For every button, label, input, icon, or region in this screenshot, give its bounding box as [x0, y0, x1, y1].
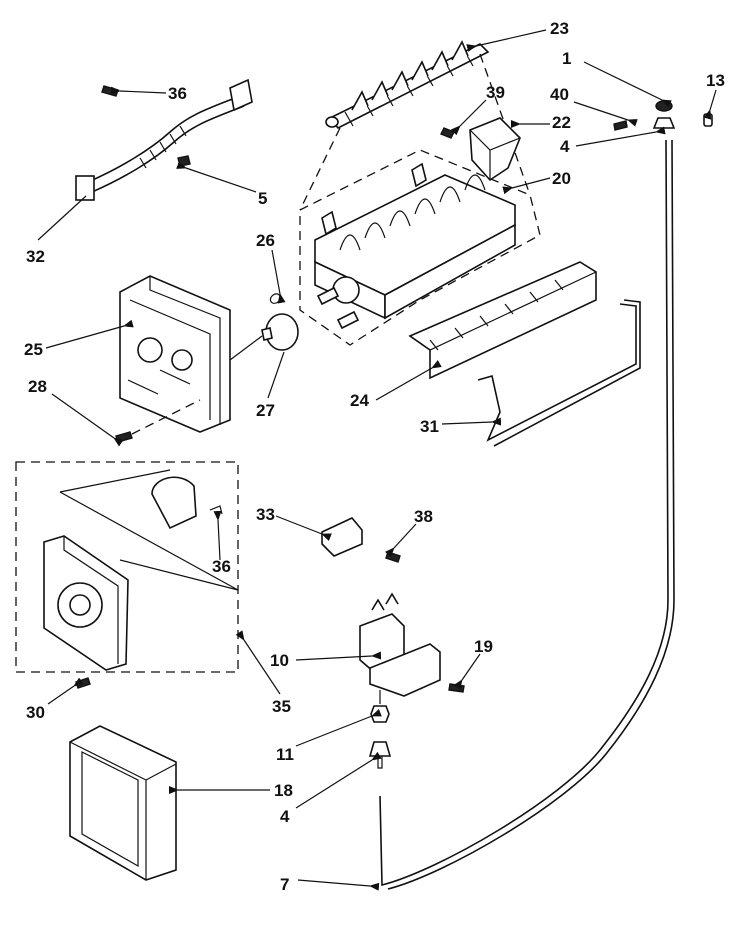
part-bail-arm: [477, 299, 641, 447]
callout-38: 36: [212, 557, 231, 576]
callout-13: 13: [706, 71, 725, 90]
callout-5: 5: [258, 189, 267, 208]
part-screw-40: [613, 120, 628, 131]
part-clip-5: [177, 155, 191, 167]
callout-10: 10: [270, 651, 289, 670]
part-cover-18: [69, 725, 177, 881]
part-screw-36-mid: [385, 551, 401, 563]
part-screw-19: [448, 683, 465, 693]
part-screw-36-top: [101, 85, 119, 97]
part-clip-26: [269, 293, 282, 304]
part-motor-27: [229, 313, 299, 361]
part-water-valve: [359, 592, 441, 704]
callout-36-top: 36: [168, 84, 187, 103]
part-nut-11: [370, 705, 390, 723]
callout-23: 23: [550, 19, 569, 38]
callout-39: 39: [486, 83, 505, 102]
callout-36-mid: 38: [414, 507, 433, 526]
callout-26: 26: [256, 231, 275, 250]
callout-32: 32: [26, 247, 45, 266]
callout-labels: 23 1 13 40 39 22 4 20 36 5 32 26 25 27 2…: [24, 19, 725, 894]
part-fitting-1: [652, 100, 676, 129]
callout-11: 11: [276, 745, 294, 764]
callout-31: 31: [420, 417, 439, 436]
callout-25: 25: [24, 340, 43, 359]
callout-28: 28: [28, 377, 47, 396]
callout-30: 30: [26, 703, 45, 722]
part-fill-cup: [469, 117, 521, 182]
callout-22: 22: [552, 113, 571, 132]
part-insert-13: [703, 113, 713, 127]
part-cover-24: [408, 261, 597, 380]
callout-35: 35: [272, 697, 291, 716]
leader-lines: [37, 29, 717, 891]
callout-40: 40: [550, 85, 569, 104]
part-motor-housing: [119, 275, 231, 433]
part-wire-harness: [75, 78, 253, 201]
part-motor-module: [15, 461, 239, 689]
callout-19: 19: [474, 637, 493, 656]
callout-33: 33: [256, 505, 275, 524]
callout-24: 24: [350, 391, 369, 410]
part-screw-39: [440, 127, 455, 139]
part-bracket-33: [321, 517, 363, 557]
part-ice-mold: [299, 53, 541, 346]
callout-4-low: 4: [280, 807, 290, 826]
callout-4-top: 4: [560, 137, 570, 156]
part-ejector-rail: [325, 40, 490, 130]
callout-7: 7: [280, 875, 289, 894]
callout-20: 20: [552, 169, 571, 188]
callout-27: 27: [256, 401, 275, 420]
part-insert-4-low: [368, 741, 392, 769]
part-water-tube: [379, 139, 675, 890]
callout-1: 1: [562, 49, 571, 68]
callout-18: 18: [274, 781, 293, 800]
